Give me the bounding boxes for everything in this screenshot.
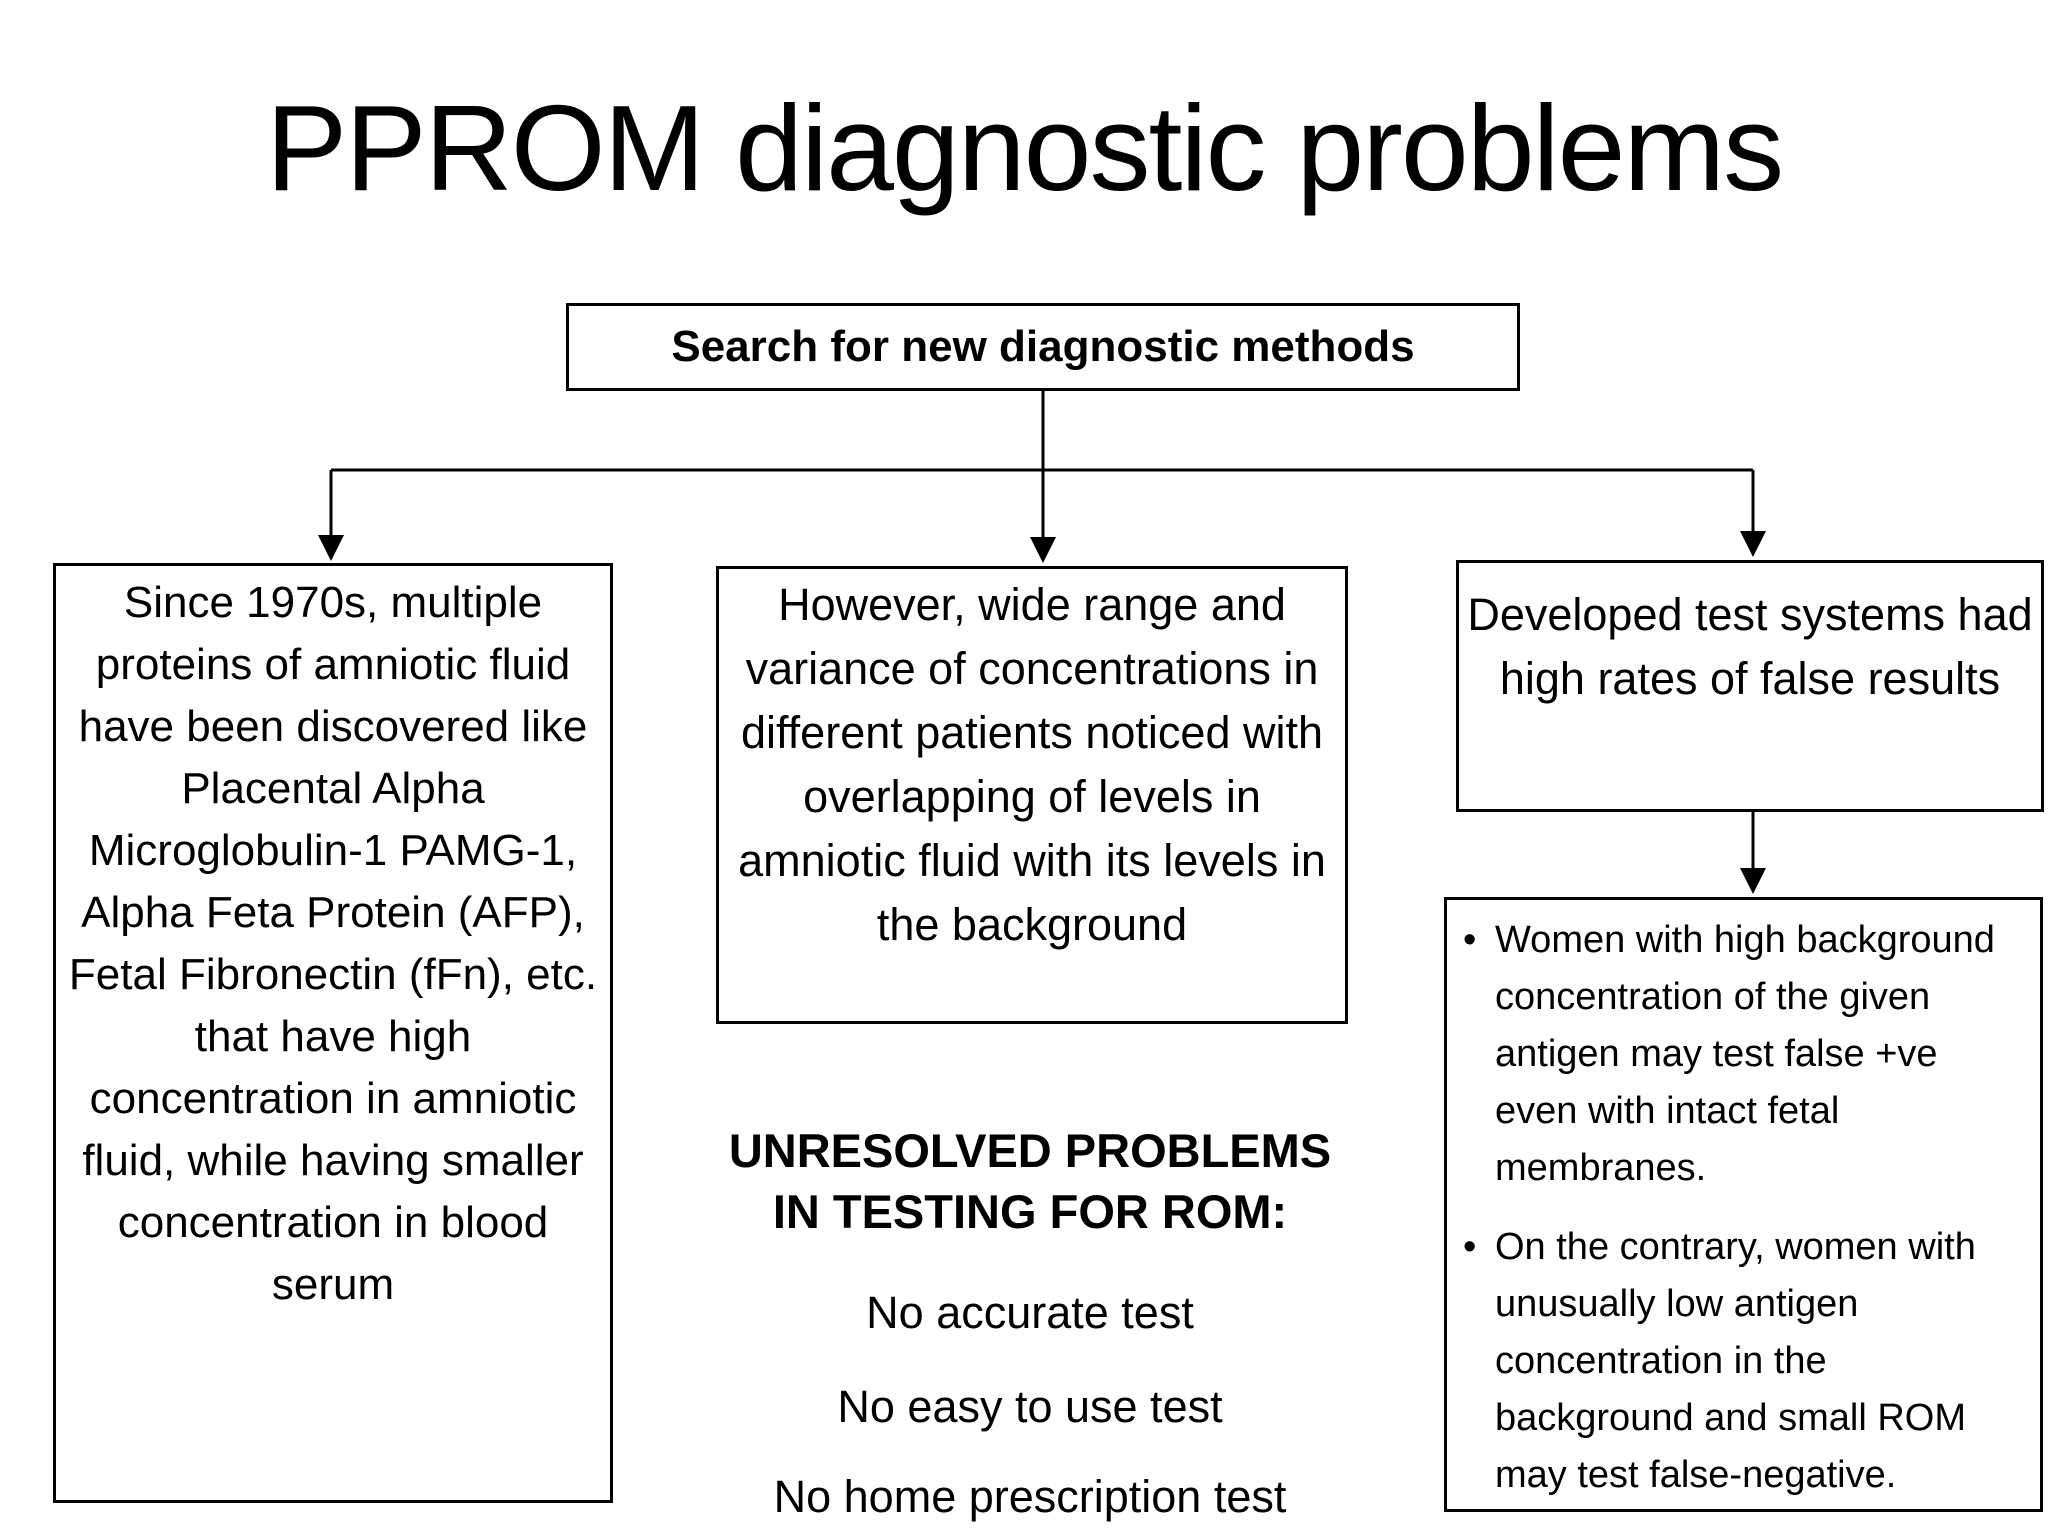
unresolved-item-no-accurate-test: No accurate test xyxy=(866,1287,1194,1338)
arrow-down-right-lower-icon xyxy=(1740,812,1766,894)
box-developed-test-systems: Developed test systems had high rates of… xyxy=(1456,560,2044,812)
bullet-item-false-negative: On the contrary, women with unusually lo… xyxy=(1461,1219,2030,1504)
false-results-bullet-list: Women with high background concentration… xyxy=(1461,912,2030,1504)
search-methods-label: Search for new diagnostic methods xyxy=(671,322,1415,371)
box-wide-range-variance-text: However, wide range and variance of conc… xyxy=(738,579,1326,950)
unresolved-problems-heading: UNRESOLVED PROBLEMS IN TESTING FOR ROM: xyxy=(640,1120,1420,1242)
box-proteins-discovered: Since 1970s, multiple proteins of amniot… xyxy=(53,563,613,1503)
bullet-item-false-positive: Women with high background concentration… xyxy=(1461,912,2030,1197)
box-false-results-details: Women with high background concentration… xyxy=(1444,897,2043,1512)
search-methods-box: Search for new diagnostic methods xyxy=(566,303,1520,391)
arrow-down-center-icon xyxy=(1030,470,1056,563)
arrow-down-left-icon xyxy=(318,470,344,561)
box-wide-range-variance: However, wide range and variance of conc… xyxy=(716,566,1348,1024)
unresolved-item-no-home-test: No home prescription test xyxy=(773,1471,1287,1522)
unresolved-heading-line2: IN TESTING FOR ROM: xyxy=(772,1185,1288,1238)
box-proteins-discovered-text: Since 1970s, multiple proteins of amniot… xyxy=(68,578,598,1309)
unresolved-item-no-easy-test: No easy to use test xyxy=(837,1381,1223,1432)
arrow-down-right-icon xyxy=(1740,470,1766,557)
box-developed-test-systems-text: Developed test systems had high rates of… xyxy=(1467,589,2033,704)
unresolved-heading-line1: UNRESOLVED PROBLEMS xyxy=(728,1124,1332,1177)
slide-title: PPROM diagnostic problems xyxy=(265,80,1784,216)
